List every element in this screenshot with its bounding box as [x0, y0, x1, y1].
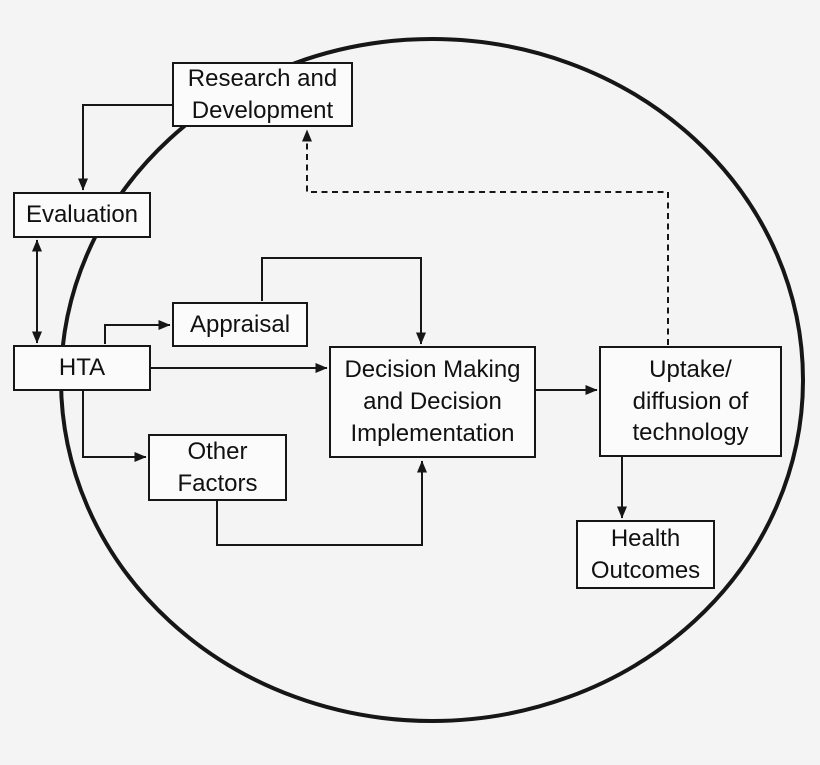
- node-health-outcomes-label: Health Outcomes: [590, 524, 701, 584]
- node-health-outcomes: Health Outcomes: [576, 520, 715, 589]
- node-decision-making: Decision Making and Decision Implementat…: [329, 346, 536, 458]
- edge-hta-to-other-factors: [82, 391, 147, 462]
- node-hta-label: HTA: [58, 354, 106, 382]
- node-uptake-diffusion: Uptake/ diffusion of technology: [599, 346, 782, 457]
- node-other-factors-label: Other Factors: [177, 437, 258, 497]
- node-research-and-development: Research and Development: [172, 62, 353, 127]
- node-research-and-development-label: Research and Development: [187, 64, 338, 124]
- node-uptake-diffusion-label: Uptake/ diffusion of technology: [632, 355, 749, 447]
- node-evaluation-label: Evaluation: [25, 201, 139, 229]
- node-hta: HTA: [13, 345, 151, 391]
- edge-uptake-to-rnd-feedback: [302, 129, 669, 345]
- edge-rnd-to-evaluation: [78, 104, 172, 191]
- node-decision-making-label: Decision Making and Decision Implementat…: [344, 356, 521, 447]
- edge-hta-to-appraisal: [104, 320, 171, 344]
- edge-appraisal-to-decision: [261, 257, 426, 345]
- edge-other-factors-to-decision: [216, 460, 427, 546]
- node-evaluation: Evaluation: [13, 192, 151, 238]
- node-appraisal-label: Appraisal: [189, 310, 291, 338]
- node-other-factors: Other Factors: [148, 434, 287, 501]
- node-appraisal: Appraisal: [172, 302, 308, 347]
